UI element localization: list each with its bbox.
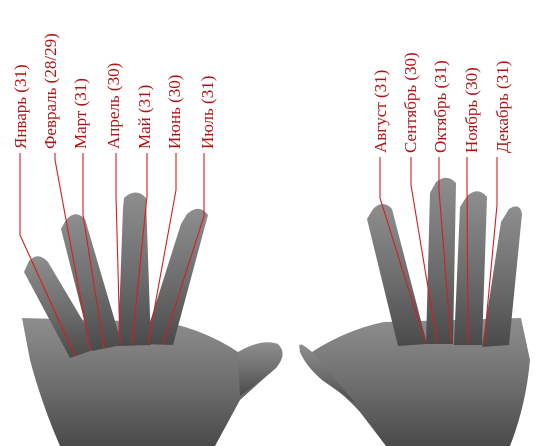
leader-line-april — [116, 153, 120, 344]
month-label-july: Июль (31) — [198, 76, 217, 149]
month-label-september: Сентябрь (30) — [401, 52, 420, 153]
month-label-november: Ноябрь (30) — [462, 67, 481, 153]
left-index-finger — [143, 209, 208, 345]
month-label-april: Апрель (30) — [104, 63, 123, 149]
month-label-june: Июнь (30) — [165, 75, 184, 149]
left-month-annotations: Январь (31) Февраль (28/29) Март (31) Ап… — [11, 33, 217, 356]
month-label-march: Март (31) — [71, 78, 90, 149]
month-label-october: Октябрь (31) — [431, 60, 450, 153]
right-ring-finger — [454, 191, 487, 345]
month-label-february: Февраль (28/29) — [41, 33, 60, 149]
month-label-may: Май (31) — [135, 85, 154, 149]
left-thumb — [238, 342, 283, 396]
month-label-august: Август (31) — [371, 70, 390, 153]
month-label-january: Январь (31) — [11, 64, 30, 149]
month-label-december: Декабрь (31) — [493, 61, 512, 153]
right-middle-finger — [426, 178, 456, 344]
